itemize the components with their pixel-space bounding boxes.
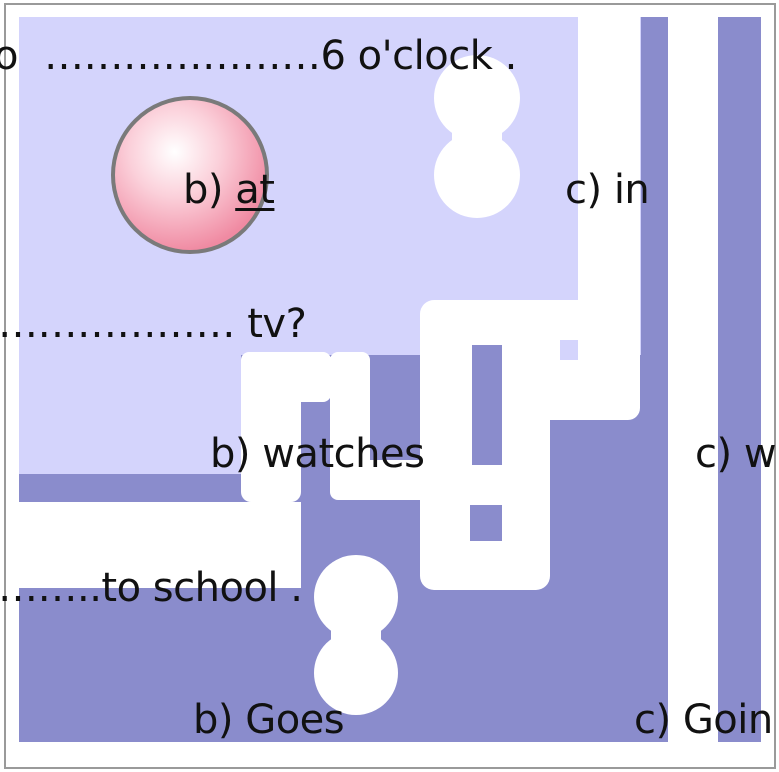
question-2-option-b: b) watches [210,431,425,477]
question-2-stem: ……………… tv? [0,301,307,347]
question-2-option-c: c) w [695,431,777,477]
pink-ball [111,96,269,254]
maze-path [19,17,640,590]
figure-eight-bottom [314,555,398,715]
question-1-option-b: b) at [183,167,275,213]
question-1-option-b-letter: b) [183,167,236,213]
question-1-option-b-word: at [235,167,275,213]
question-3-option-c: c) Goin [634,697,773,743]
question-1-prefix: o [0,33,18,79]
right-lane [668,17,718,742]
question-3-option-b: b) Goes [193,697,345,743]
figure-eight-top [434,55,520,218]
question-3-stem: ……..to school . [0,565,303,611]
question-1-option-c: c) in [565,167,650,213]
question-1-stem: …………………6 o'clock . [44,33,517,79]
